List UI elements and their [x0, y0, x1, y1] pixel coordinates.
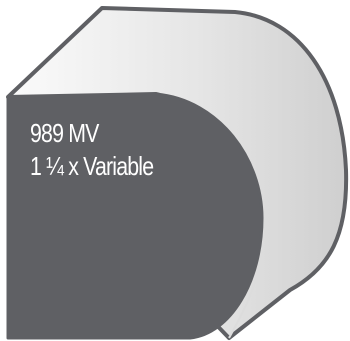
- profile-front-face: [6, 92, 264, 340]
- profile-model-label: 989 MV: [30, 118, 99, 148]
- profile-size-label: 1 ¼ x Variable: [30, 151, 154, 181]
